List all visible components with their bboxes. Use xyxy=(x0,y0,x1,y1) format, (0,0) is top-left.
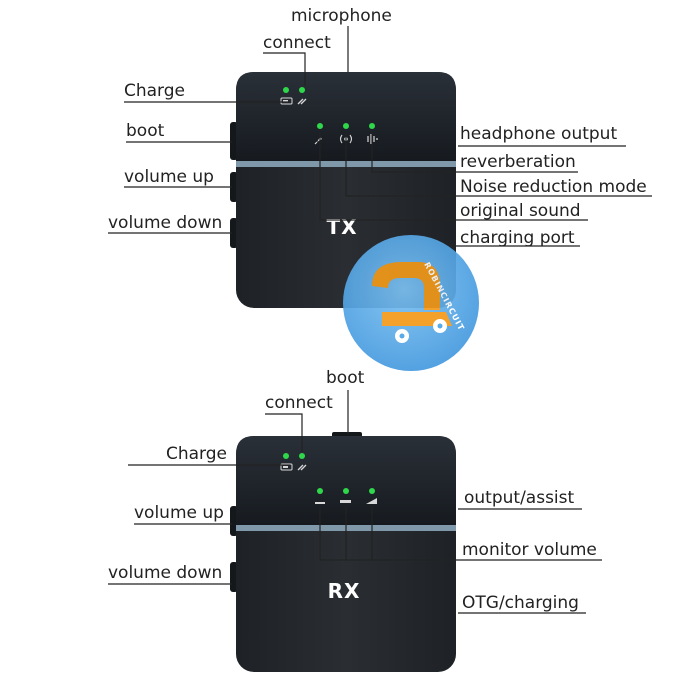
rx-level-led-1 xyxy=(317,488,323,494)
level-bar-icons xyxy=(315,498,377,504)
rx-device: RX xyxy=(230,432,456,672)
tx-label-volume-down: volume down xyxy=(108,213,222,233)
link-icon xyxy=(297,464,307,471)
tx-label-charge: Charge xyxy=(124,81,185,101)
tx-label-charging-port: charging port xyxy=(460,228,575,248)
rx-label-volume-up: volume up xyxy=(134,503,224,523)
tx-label-boot: boot xyxy=(126,121,165,141)
robincircuit-watermark: ROBINCIRCUIT xyxy=(343,235,479,371)
tx-connect-led xyxy=(299,87,305,93)
tx-label-connect: connect xyxy=(263,33,331,53)
rx-label-connect: connect xyxy=(265,393,333,413)
tx-noise-reduction-led xyxy=(343,123,349,129)
rx-label-charge: Charge xyxy=(166,444,227,464)
waveform-icon xyxy=(367,134,378,144)
rx-label-monitor-volume: monitor volume xyxy=(462,540,597,560)
tx-reverberation-led xyxy=(369,123,375,129)
tx-label-volume-up: volume up xyxy=(124,167,214,187)
tx-label-reverberation: reverberation xyxy=(460,152,576,172)
rx-connect-led xyxy=(299,453,305,459)
battery-icon xyxy=(280,463,293,471)
tx-charge-led xyxy=(283,87,289,93)
tx-label-microphone: microphone xyxy=(291,6,392,26)
rx-top-panel xyxy=(236,436,456,526)
tx-top-panel xyxy=(236,72,456,162)
rx-level-led-3 xyxy=(369,488,375,494)
rx-leader-lines xyxy=(108,390,602,614)
tx-title: TX xyxy=(326,215,357,239)
rx-label-otg-charging: OTG/charging xyxy=(462,593,579,613)
rx-title: RX xyxy=(328,579,361,603)
tx-original-sound-led xyxy=(317,123,323,129)
rx-label-volume-down: volume down xyxy=(108,563,222,583)
tx-label-noise-reduction-mode: Noise reduction mode xyxy=(460,177,647,197)
tx-label-original-sound: original sound xyxy=(460,201,581,221)
rx-label-boot: boot xyxy=(326,368,365,388)
rx-level-led-2 xyxy=(343,488,349,494)
link-icon xyxy=(297,98,307,105)
rx-charge-led xyxy=(283,453,289,459)
battery-icon xyxy=(280,97,293,105)
tx-label-headphone-output: headphone output xyxy=(460,124,617,144)
rx-label-output-assist: output/assist xyxy=(464,488,575,508)
